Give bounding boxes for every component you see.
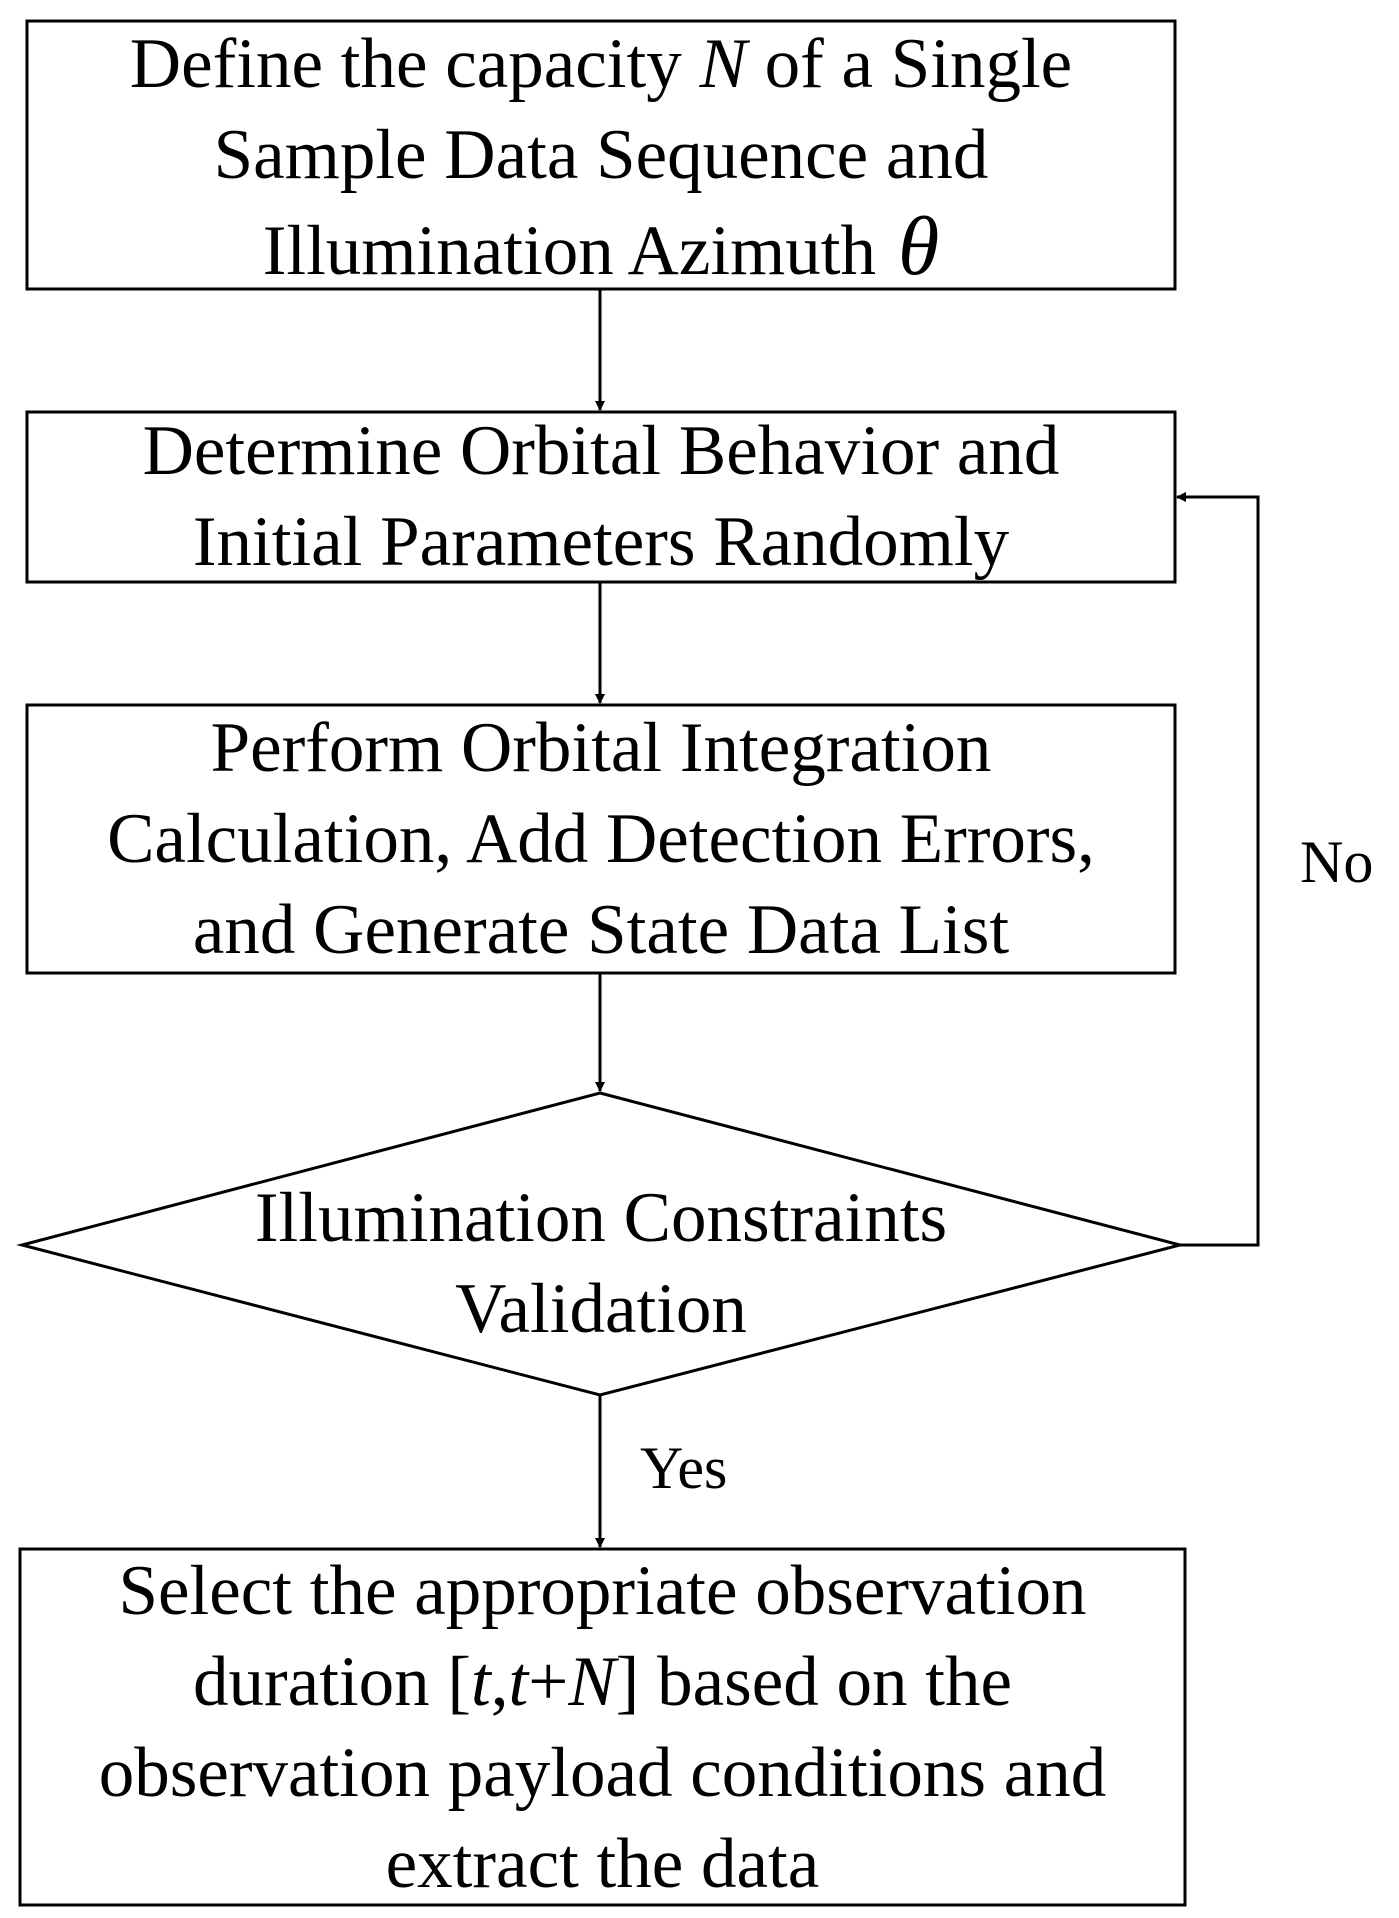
node-validate-line-1: Illumination Constraints	[254, 1179, 948, 1257]
edge-validate-to-determine	[1176, 492, 1260, 1247]
node-define-shape	[25, 19, 1177, 291]
node-select-text: Select the appropriate observation durat…	[20, 1546, 1185, 1910]
node-integrate-line-1: Perform Orbital Integration	[210, 709, 992, 787]
variable-n: N	[699, 25, 747, 103]
node-validate-line-2: Validation	[455, 1270, 747, 1348]
variable-t: t	[508, 1643, 529, 1721]
node-integrate-shape	[25, 703, 1177, 975]
node-select-shape	[18, 1547, 1187, 1907]
node-select-line-2: duration [t,t+N] based on the	[193, 1643, 1012, 1721]
variable-t: t	[471, 1643, 491, 1721]
node-select-line-3: observation payload conditions and	[98, 1734, 1107, 1812]
node-define-line-1: Define the capacity N of a Single	[129, 25, 1073, 103]
edge-label-no: No	[1300, 829, 1374, 895]
theta-symbol: θ	[898, 200, 940, 293]
node-define-line-2: Sample Data Sequence and	[213, 116, 989, 194]
node-integrate-text: Perform Orbital Integration Calculation,…	[27, 703, 1175, 976]
node-select-line-4: extract the data	[385, 1825, 820, 1903]
node-define-text: Define the capacity N of a Single Sample…	[27, 19, 1175, 297]
node-determine-text: Determine Orbital Behavior and Initial P…	[27, 406, 1175, 588]
node-determine-line-1: Determine Orbital Behavior and	[142, 412, 1060, 490]
node-integrate-line-3: and Generate State Data List	[192, 891, 1010, 969]
node-select-line-1: Select the appropriate observation	[118, 1552, 1087, 1630]
variable-n: N	[568, 1643, 616, 1721]
node-determine-line-2: Initial Parameters Randomly	[192, 503, 1010, 581]
node-determine-shape	[25, 410, 1177, 584]
node-validate-text: Illumination Constraints Validation	[22, 1173, 1180, 1355]
node-integrate-line-2: Calculation, Add Detection Errors,	[107, 800, 1095, 878]
edge-label-yes: Yes	[640, 1435, 728, 1501]
